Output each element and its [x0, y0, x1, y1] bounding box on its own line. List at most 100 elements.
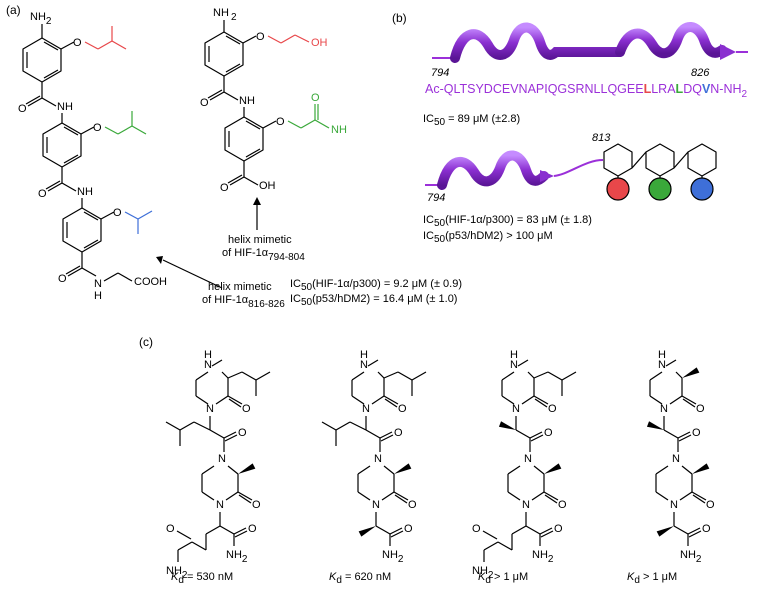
- svg-text:O: O: [38, 188, 47, 200]
- svg-text:O: O: [706, 499, 715, 511]
- kd-label-2: Kd = 620 nM: [329, 571, 391, 586]
- svg-text:O: O: [544, 427, 553, 439]
- svg-text:O: O: [692, 427, 701, 439]
- svg-text:NH: NH: [57, 101, 73, 113]
- svg-text:N: N: [658, 359, 666, 371]
- svg-text:OH: OH: [311, 37, 328, 49]
- kd-label-1: Kd = 530 nM: [171, 571, 233, 586]
- svg-text:NH2: NH2: [532, 549, 554, 565]
- mimic-label-794-line2: of HIF-1α794-804: [222, 247, 305, 263]
- svg-text:O: O: [200, 97, 209, 109]
- svg-text:O: O: [113, 207, 122, 219]
- svg-text:N: N: [510, 359, 518, 371]
- svg-text:O: O: [248, 523, 257, 535]
- hybrid-junction-label: 813: [592, 132, 611, 144]
- svg-text:N: N: [362, 403, 370, 415]
- svg-text:O: O: [166, 523, 175, 535]
- svg-text:COOH: COOH: [134, 276, 167, 288]
- svg-text:OH: OH: [259, 180, 276, 192]
- svg-text:N: N: [512, 403, 520, 415]
- helix-hybrid: [425, 150, 604, 190]
- svg-text:O: O: [18, 103, 27, 115]
- mimic-label-816-line1: helix mimetic: [208, 281, 272, 293]
- svg-text:O: O: [404, 523, 413, 535]
- svg-text:O: O: [238, 427, 247, 439]
- seq-start-label: 794: [431, 67, 449, 79]
- svg-text:N: N: [206, 403, 214, 415]
- svg-text:N: N: [374, 453, 382, 465]
- svg-text:H: H: [204, 349, 212, 361]
- svg-text:H: H: [510, 349, 518, 361]
- panel-label-b: (b): [392, 11, 407, 25]
- svg-text:O: O: [73, 37, 82, 49]
- svg-text:N: N: [216, 499, 224, 511]
- residue-sphere-green: [648, 177, 672, 201]
- arrow-mimic-816: [162, 259, 223, 289]
- svg-text:N: N: [372, 499, 380, 511]
- terphenyl-scaffold: [603, 143, 717, 178]
- ic50-hybrid-hif: IC50(HIF-1α/p300) = 83 μM (± 1.8): [423, 214, 592, 229]
- svg-text:O: O: [702, 523, 711, 535]
- svg-text:NH: NH: [331, 124, 347, 136]
- svg-text:O: O: [554, 523, 563, 535]
- svg-text:NH2: NH2: [680, 549, 702, 565]
- svg-text:O: O: [558, 499, 567, 511]
- ic50-p53-trimer: IC50(p53/hDM2) = 16.4 μM (± 1.0): [290, 293, 457, 308]
- svg-text:NH: NH: [239, 95, 255, 107]
- trimer-molecule-left: NH2 O O NH O O: [18, 11, 167, 302]
- svg-text:O: O: [256, 31, 265, 43]
- dimer-molecule-right: NH 2 O OH O NH O O NH O: [200, 7, 347, 194]
- svg-text:O: O: [696, 403, 705, 415]
- svg-text:O: O: [398, 403, 407, 415]
- svg-text:O: O: [394, 427, 403, 439]
- ic50-peptide: IC50 = 89 μM (±2.8): [423, 113, 520, 128]
- svg-text:N: N: [524, 453, 532, 465]
- panel-label-a: (a): [6, 3, 21, 17]
- svg-text:O: O: [252, 499, 261, 511]
- ic50-hybrid-p53: IC50(p53/hDM2) > 100 μM: [423, 230, 553, 245]
- svg-text:N: N: [204, 359, 212, 371]
- mimic-label-816-line2: of HIF-1α816-826: [202, 294, 285, 310]
- svg-text:O: O: [58, 273, 67, 285]
- hybrid-start-label: 794: [427, 192, 445, 204]
- svg-text:O: O: [242, 403, 251, 415]
- svg-text:O: O: [276, 116, 285, 128]
- svg-text:O: O: [472, 523, 481, 535]
- svg-text:O: O: [220, 182, 229, 194]
- residue-sphere-red: [606, 177, 630, 201]
- mimic-label-794-line1: helix mimetic: [228, 234, 292, 246]
- svg-text:N: N: [670, 499, 678, 511]
- svg-text:H: H: [658, 349, 666, 361]
- svg-text:NH2: NH2: [226, 549, 248, 565]
- ic50-hif-trimer: IC50(HIF-1α/p300) = 9.2 μM (± 0.9): [290, 278, 462, 293]
- sequence: Ac-QLTSYDCEVNAPIQGSRNLLQGEELLRALDQVN-NH2: [425, 82, 748, 100]
- svg-text:NH2: NH2: [382, 549, 404, 565]
- kd-label-3: Kd > 1 μM: [478, 571, 528, 586]
- panel-label-c: (c): [139, 335, 153, 349]
- svg-text:O: O: [93, 122, 102, 134]
- svg-text:N: N: [522, 499, 530, 511]
- svg-text:H: H: [94, 290, 102, 302]
- residue-sphere-blue: [690, 177, 714, 201]
- svg-text:NH: NH: [77, 186, 93, 198]
- svg-text:O: O: [548, 403, 557, 415]
- svg-text:N: N: [672, 453, 680, 465]
- kd-label-4: Kd > 1 μM: [627, 571, 677, 586]
- helix-full-peptide: [432, 22, 748, 63]
- svg-text:N: N: [94, 278, 102, 290]
- svg-text:NH: NH: [213, 7, 229, 19]
- svg-text:O: O: [408, 499, 417, 511]
- svg-text:NH2: NH2: [30, 11, 52, 27]
- svg-text:O: O: [311, 92, 320, 104]
- seq-end-label: 826: [691, 67, 710, 79]
- svg-text:2: 2: [231, 12, 237, 23]
- svg-text:N: N: [660, 403, 668, 415]
- svg-text:H: H: [360, 349, 368, 361]
- svg-text:N: N: [218, 453, 226, 465]
